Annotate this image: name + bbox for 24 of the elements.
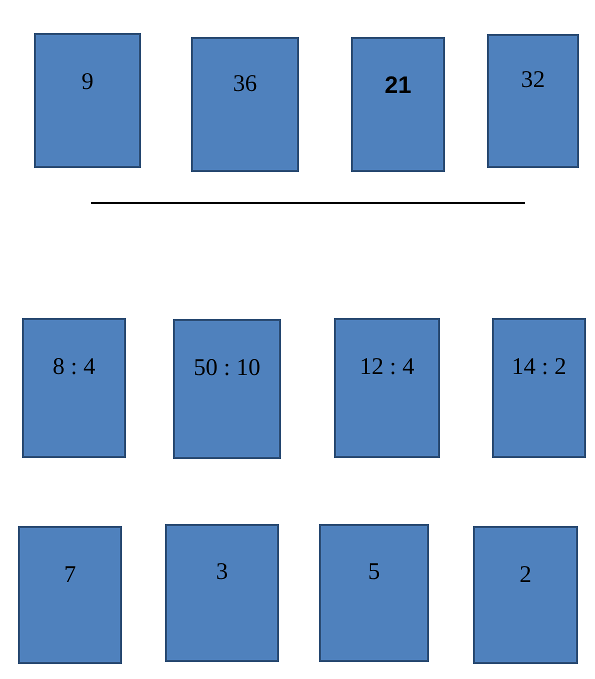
card: [473, 526, 578, 664]
card-number: 9: [82, 69, 94, 96]
card: [487, 34, 579, 168]
card: [191, 37, 299, 172]
card-number: 5: [368, 559, 380, 586]
card-number: 50 : 10: [194, 355, 260, 382]
card-number: 12 : 4: [360, 354, 414, 381]
card: [22, 318, 126, 458]
card-number: 36: [233, 71, 257, 98]
card: [334, 318, 440, 458]
card: [34, 33, 141, 168]
card-number: 3: [216, 559, 228, 586]
card-number: 2: [520, 562, 532, 589]
card-number: 21: [384, 72, 412, 100]
card: [319, 524, 429, 662]
card: [492, 318, 586, 458]
card: [173, 319, 281, 459]
card: [351, 37, 445, 172]
card-number: 8 : 4: [52, 354, 96, 381]
card: [165, 524, 279, 662]
card-number: 14 : 2: [512, 354, 566, 381]
card-number: 7: [64, 562, 76, 589]
card: [18, 526, 122, 664]
card-number: 32: [521, 67, 545, 94]
